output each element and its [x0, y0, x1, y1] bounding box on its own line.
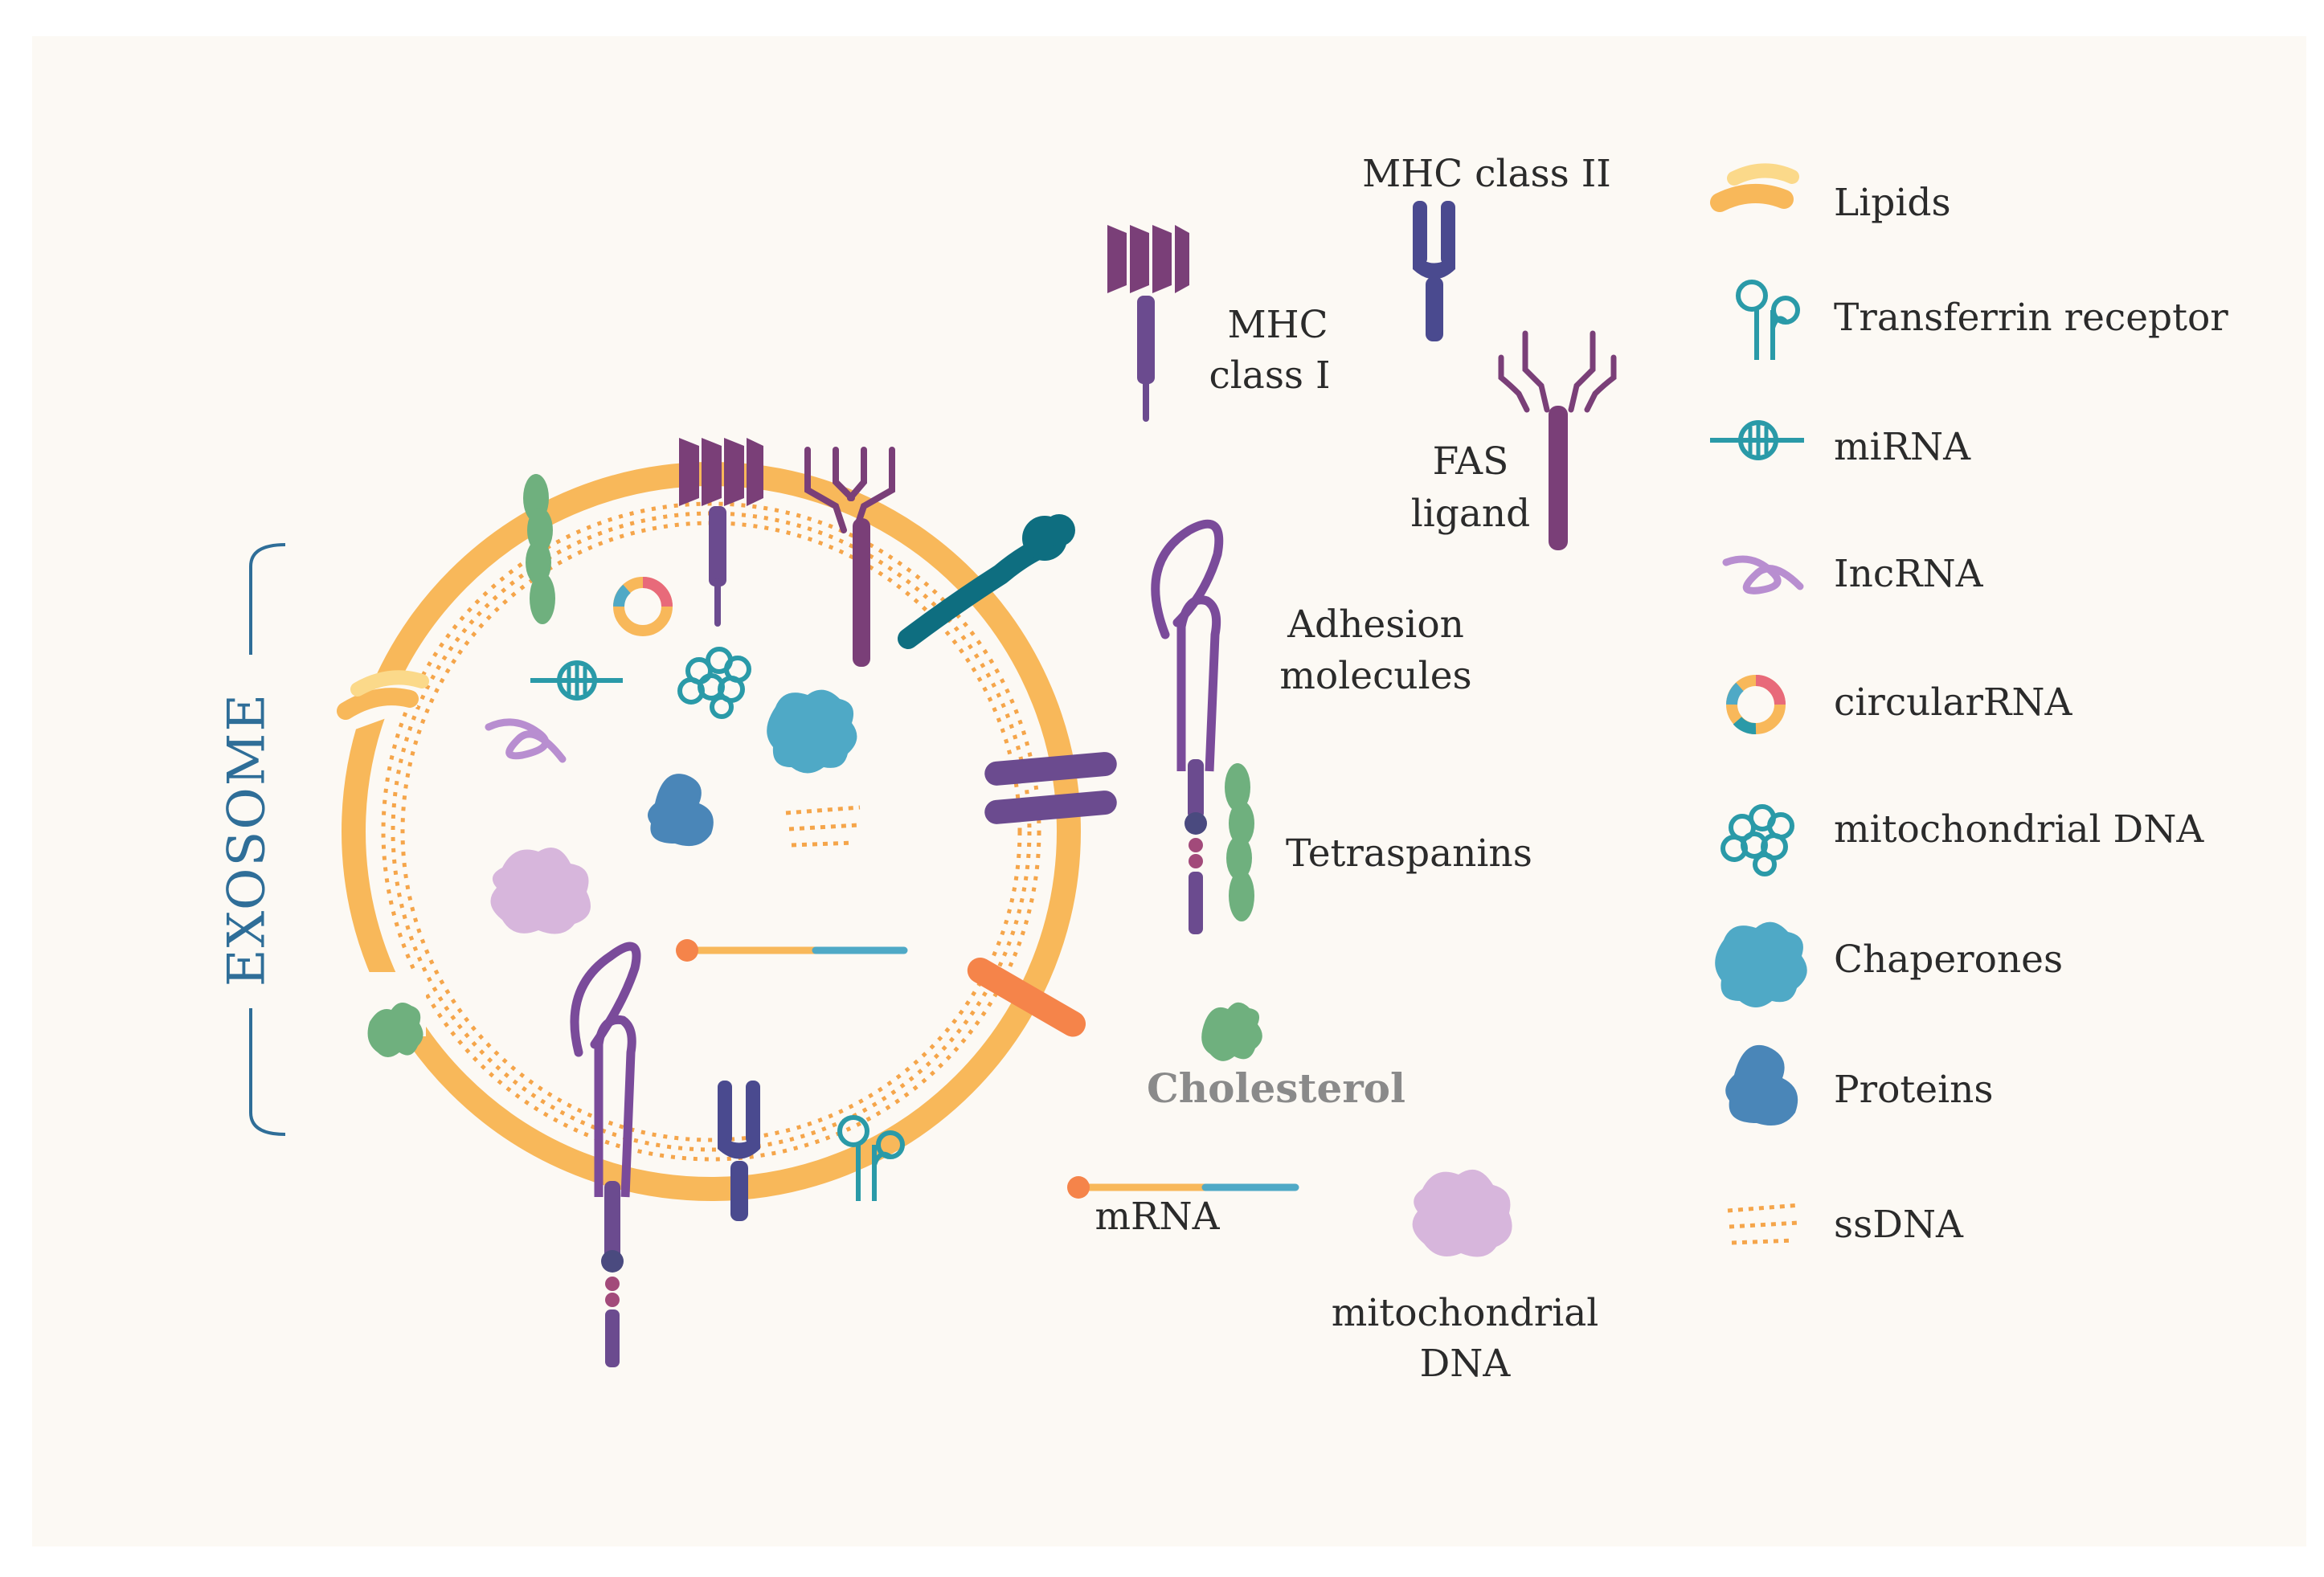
- diagram-background: [32, 36, 2306, 1546]
- fas-ligand-stalk: [1549, 406, 1568, 550]
- mhc-class-ii-label: MHC class II: [1362, 152, 1611, 196]
- mitochondrial-dna-label-line1: mitochondrial: [1332, 1291, 1599, 1335]
- inner-membrane-outer-dots: [381, 501, 1041, 1162]
- mrna-figure: [1067, 1176, 1299, 1199]
- transferrin-receptor-membrane: [837, 1115, 905, 1201]
- adhesion-molecule-figure: [1151, 519, 1224, 934]
- mhc-class-ii-figure: [1413, 201, 1455, 341]
- mitochondrial-dna-figure: [1412, 1169, 1512, 1257]
- lncrna-inside: [485, 718, 567, 763]
- ssdna-inside: [785, 805, 861, 848]
- cholesterol-membrane: [367, 1003, 423, 1057]
- adhesion-label-line2: molecules: [1279, 654, 1471, 698]
- legend-label-mitochondrial-dna: mitochondrial DNA: [1834, 807, 2204, 852]
- exosome: EXOSOME: [218, 438, 1117, 1367]
- mitochondrial-dna-inside: [677, 647, 751, 719]
- chaperone-inside: [767, 689, 857, 774]
- legend-label-ssdna: ssDNA: [1834, 1203, 1964, 1247]
- legend-label-proteins: Proteins: [1834, 1068, 1994, 1112]
- mhc-class-ii-membrane: [718, 1081, 760, 1221]
- mhc-class-i-figure: [1107, 225, 1189, 422]
- exosome-bracket-bottom: [249, 1008, 286, 1136]
- legend-label-lipids: Lipids: [1834, 181, 1951, 225]
- legend-label-transferrin-receptor: Transferrin receptor: [1834, 296, 2228, 340]
- legend-label-mirna: miRNA: [1834, 425, 1971, 469]
- exosome-label: EXOSOME: [218, 692, 277, 987]
- circular-rna-inside: [613, 577, 673, 636]
- fas-ligand-stalk-membrane: [853, 518, 870, 667]
- tetraspanin-figure: [1225, 763, 1254, 921]
- lipid-membrane: [337, 670, 429, 720]
- legend: Lipids Transferrin receptor miRNA: [1710, 163, 2228, 1247]
- mitochondrial-dna-blob-inside: [490, 848, 591, 934]
- exosome-bracket-top: [249, 543, 286, 655]
- fas-ligand-membrane: [804, 447, 895, 533]
- cholesterol-label: Cholesterol: [1147, 1064, 1405, 1112]
- ssdna-icon: [1727, 1203, 1801, 1245]
- tetraspanins-label: Tetraspanins: [1286, 831, 1532, 876]
- transmembrane-protein-teal: [898, 514, 1075, 649]
- mhc-class-i-label-line2: class I: [1209, 353, 1330, 398]
- legend-label-circular-rna: circularRNA: [1834, 680, 2072, 725]
- mhc-class-i-label-line1: MHC: [1227, 303, 1328, 347]
- legend-label-lncrna: IncRNA: [1834, 552, 1984, 596]
- protein-inside: [648, 774, 714, 847]
- transmembrane-channel: [984, 752, 1117, 824]
- mirna-inside: [530, 660, 623, 701]
- fas-ligand-label-line2: ligand: [1411, 492, 1531, 536]
- tetraspanin-membrane: [523, 474, 555, 624]
- mrna-label: mRNA: [1094, 1195, 1220, 1239]
- fas-ligand-label-line1: FAS: [1433, 439, 1509, 484]
- adhesion-molecule-membrane: [570, 942, 641, 1367]
- mitochondrial-dna-label-line2: DNA: [1420, 1342, 1512, 1386]
- lncrna-icon: [1722, 555, 1804, 594]
- adhesion-label-line1: Adhesion: [1287, 603, 1464, 647]
- chaperones-icon: [1715, 921, 1807, 1007]
- legend-label-chaperones: Chaperones: [1834, 938, 2063, 982]
- transferrin-receptor-icon: [1736, 280, 1800, 360]
- lipids-icon: [1710, 163, 1799, 212]
- mhc-class-i-membrane: [679, 438, 763, 627]
- mirna-icon: [1710, 420, 1804, 460]
- circular-rna-icon: [1726, 675, 1786, 734]
- mitochondrial-dna-icon: [1720, 804, 1794, 876]
- mrna-inside: [676, 939, 908, 962]
- cholesterol-figure: [1201, 1002, 1262, 1061]
- orange-transmembrane-rod: [967, 958, 1086, 1037]
- fas-ligand-figure: [1498, 330, 1617, 413]
- proteins-icon: [1725, 1044, 1798, 1126]
